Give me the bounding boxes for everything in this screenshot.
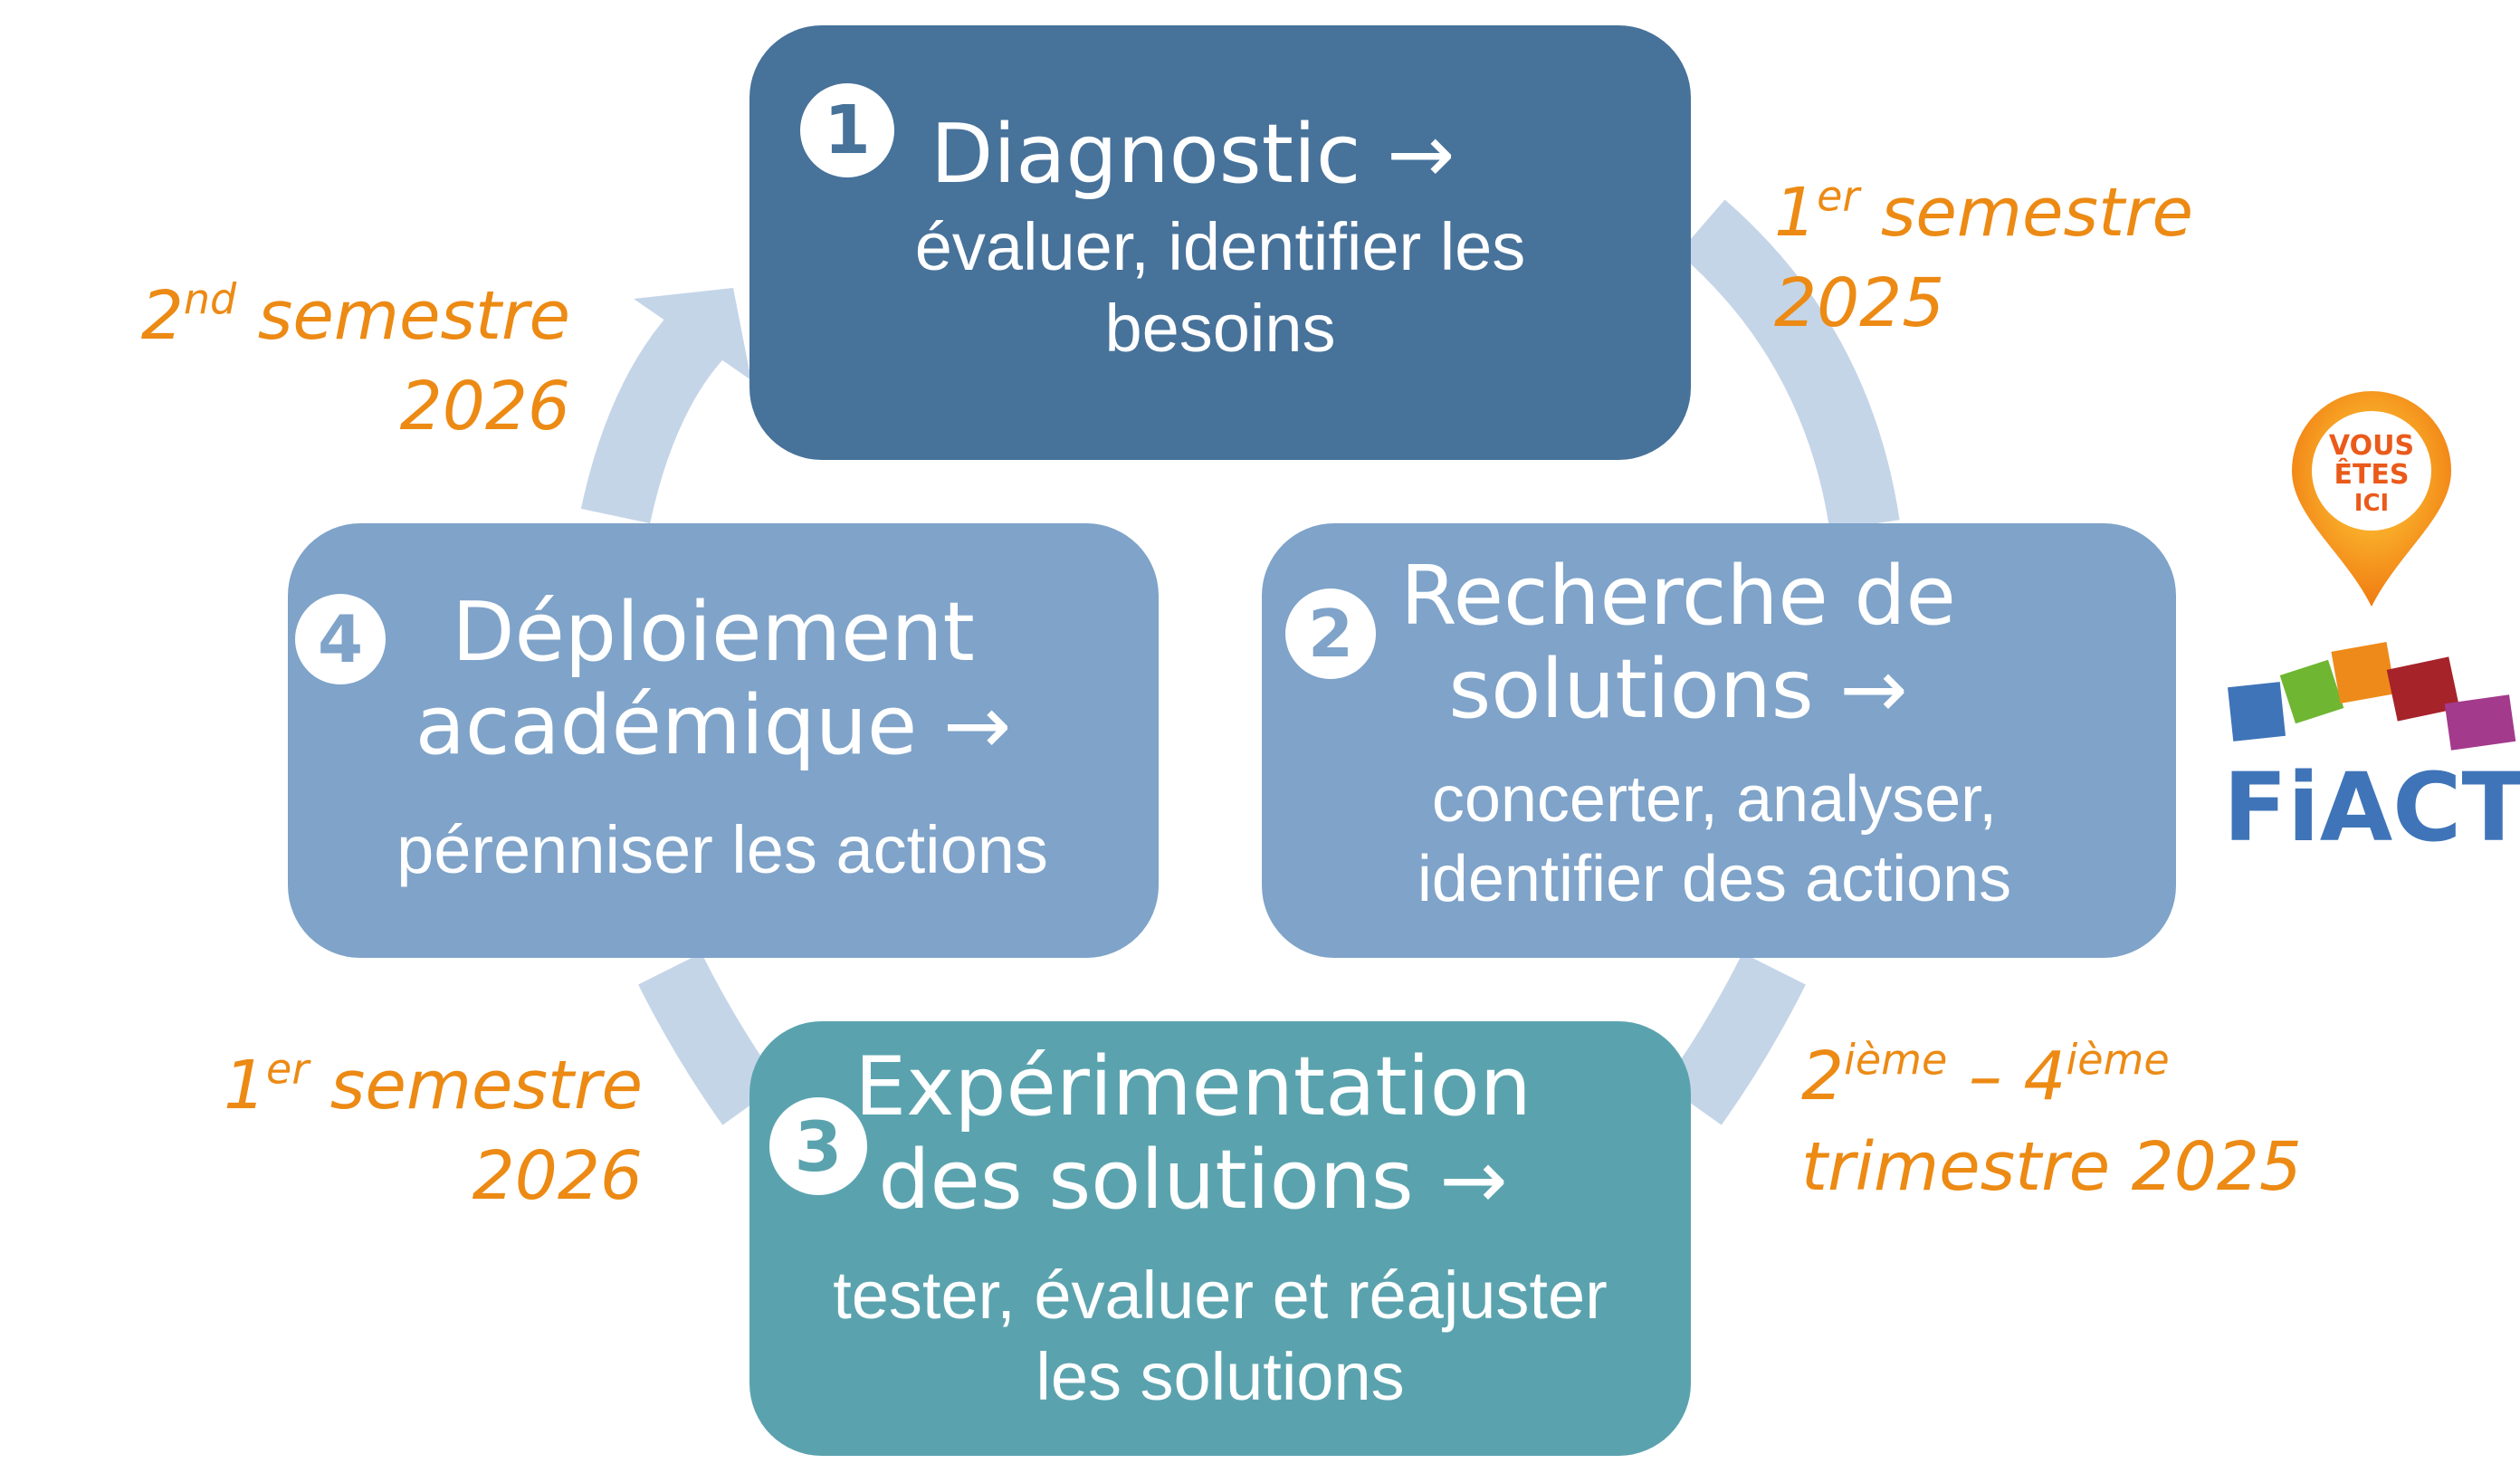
step-deploiement: 4 Déploiement académique → pérenniser le… [288,523,1159,958]
step-recherche-solutions: 2 Recherche de solutions → concerter, an… [1262,523,2176,958]
timing-step2: 2ième – 4ième trimestre 2025 [1801,1035,2302,1206]
step-title: Diagnostic → [931,107,1456,202]
fiact-logo: FiACT [2223,642,2520,856]
step-description: évaluer, identifier les besoins [914,209,1526,367]
svg-text:ICI: ICI [2354,490,2389,517]
step-title: Déploiement académique → [415,585,1012,773]
step-experimentation: 3 Expérimentation des solutions → tester… [749,1021,1691,1456]
step-number-badge: 2 [1285,588,1376,679]
svg-text:VOUS: VOUS [2329,430,2414,462]
step-number-badge: 4 [295,594,386,684]
timing-step1: 1er semestre 2025 [1774,171,2194,342]
you-are-here-pin-icon: VOUS ÊTES ICI [2292,391,2451,607]
step-description: pérenniser les actions [396,812,1048,887]
step-description: tester, évaluer et réajuster les solutio… [833,1258,1608,1415]
step-number-badge: 3 [769,1097,867,1195]
step-title: Expérimentation des solutions → [854,1039,1532,1228]
timing-step4: 2nd semestre 2026 [140,274,570,445]
step-description: concerter, analyser, identifier des acti… [1417,763,2012,915]
step-title: Recherche de solutions → [1400,549,1956,737]
svg-text:ÊTES: ÊTES [2334,458,2409,491]
fiact-wordmark: FiACT [2223,752,2520,856]
step-number-badge: 1 [800,83,894,177]
step-diagnostic: 1 Diagnostic → évaluer, identifier les b… [749,25,1691,460]
timing-step3: 1er semestre 2026 [223,1044,643,1215]
